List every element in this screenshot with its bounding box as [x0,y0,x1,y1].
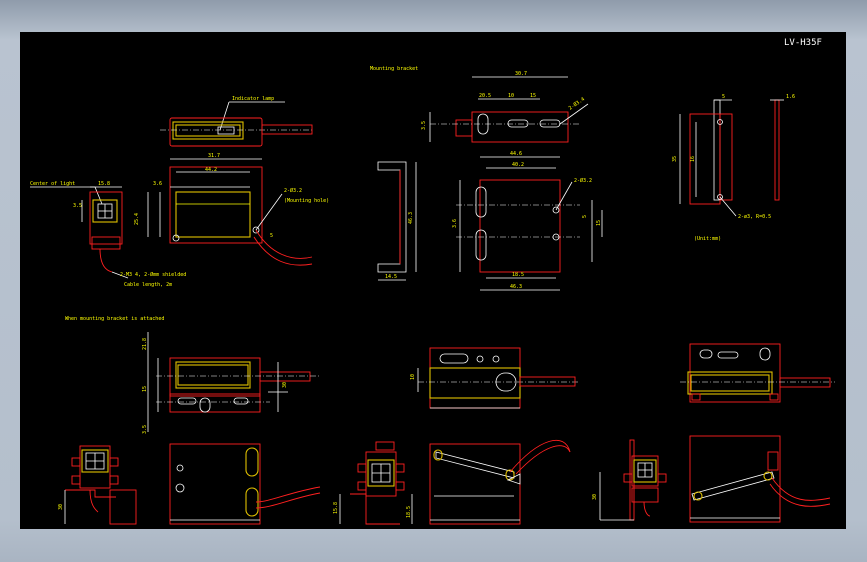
sensor-side-view: Center of light 15.8 3.5 2-M3 4, 2-Ømm s… [30,181,186,288]
dim-3-6b: 3.6 [452,219,458,228]
bottom-right-side: 30 [592,439,667,521]
small-bracket: 5 1.6 35 16 2-ø3, R=0.5 (Unit:mm) [672,94,795,242]
label-cable-length: Cable length, 2m [124,282,172,288]
label-bracket-holes: 2-Ø3.2 [574,177,592,184]
dim-16: 16 [690,156,696,162]
dim-5: 5 [582,215,588,218]
bottom-center-front [429,439,571,525]
dim-d-3: 3.5 [73,203,82,209]
dim-br-30: 30 [592,494,598,500]
label-unit: (Unit:mm) [694,236,721,242]
bottom-center-side: 15.8 18.5 [333,441,413,525]
dim-44-2: 44.2 [205,167,217,173]
label-when-mounted: When mounting bracket is attached [65,316,164,322]
dim-center-10: 10 [410,374,416,380]
assembly-top-view-left: 21.8 15 3.5 30 [142,332,320,434]
dim-31-7: 31.7 [208,153,220,159]
bottom-left-side: 30 [58,445,137,525]
label-slot-spec: 2-Ø3.4 [567,96,586,112]
label-mounting-bracket: Mounting bracket [370,66,418,72]
dim-15-8: 15.8 [98,181,110,187]
dim-30-7: 30.7 [515,71,527,77]
assembly-top-view-right [680,343,835,403]
bottom-right-front [689,435,831,523]
dim-15-b: 15 [596,220,602,226]
label-mounting-hole: (Mounting hole) [284,198,329,204]
dim-40-2: 40.2 [512,162,524,168]
dim-mid-3: 3.5 [142,425,148,434]
dim-bl-30: 30 [58,504,64,510]
dim-20-5: 20.5 [479,93,491,99]
dim-10: 10 [508,93,514,99]
dim-mid-15: 15 [142,386,148,392]
label-indicator-lamp: Indicator lamp [232,96,274,102]
dim-5-right: 5 [722,94,725,100]
label-cable-spec: 2-M3 4, 2-Ømm shielded [120,271,186,278]
dim-46-3: 46.3 [510,284,522,290]
label-center-of-light: Center of light [30,181,75,187]
dim-mid-30: 30 [282,382,288,388]
dim-44-6: 44.6 [510,151,522,157]
dim-35: 35 [672,156,678,162]
mounting-bracket-group: Mounting bracket 30.7 20.5 10 15 3.5 2-Ø… [370,66,603,291]
dim-d-14: 5 [270,233,273,239]
cad-drawing: .w { stroke:#ffffff; fill:none; stroke-w… [30,38,835,525]
assembly-top-view-center: 10 [410,347,580,409]
bottom-left-front [169,443,321,525]
dim-bc-18: 18.5 [406,506,412,518]
label-bracket-note: 2-ø3, R=0.5 [738,214,771,220]
dim-18-5: 18.5 [512,272,524,278]
dim-3-6: 3.6 [153,181,162,187]
dim-14-5: 14.5 [385,274,397,280]
dim-3-5b: 3.5 [421,121,427,130]
sensor-front-view: Indicator lamp 31.7 44.2 3.6 25.4 2-Ø3.2… [134,96,329,266]
dim-mid-21-8: 21.8 [142,338,148,350]
drawing-canvas: .w { stroke:#ffffff; fill:none; stroke-w… [20,32,846,529]
dim-bc-15: 15.8 [333,502,339,514]
label-hole-spec: 2-Ø3.2 [284,187,302,194]
dim-25-4: 25.4 [134,213,140,225]
title-block: LV-H35F [784,38,822,48]
dim-1-6: 1.6 [786,94,795,100]
dim-15: 15 [530,93,536,99]
dim-46-3-side: 46.3 [408,212,414,224]
